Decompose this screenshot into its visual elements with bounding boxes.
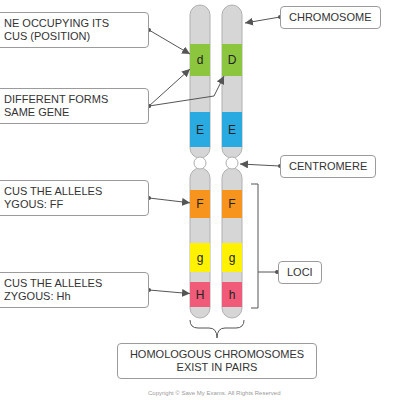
- leader-line: [240, 164, 280, 166]
- callout-box: DIFFERENT FORMS SAME GENE: [0, 88, 149, 124]
- node-text: E: [228, 123, 236, 137]
- centromere: [226, 157, 238, 169]
- gene-band: E: [222, 112, 242, 147]
- copyright-note: Copyright © Save My Exams. All Rights Re…: [148, 389, 280, 397]
- callout-box: CUS THE ALLELES ZYGOUS: Hh: [0, 272, 149, 308]
- arrow-connector: [149, 290, 190, 294]
- callout-box: NE OCCUPYING ITS CUS (POSITION): [0, 12, 149, 48]
- gene-band: E: [190, 112, 210, 147]
- node-text: CENTROMERE: [289, 160, 367, 173]
- gene-band: F: [222, 190, 242, 218]
- loci-bracket: [251, 184, 277, 308]
- node-text: CHROMOSOME: [289, 11, 372, 24]
- node-text: F: [196, 197, 203, 211]
- caption-box: HOMOLOGOUS CHROMOSOMES EXIST IN PAIRS: [117, 343, 317, 379]
- gene-band: H: [190, 282, 210, 307]
- node-text: D: [228, 53, 237, 67]
- gene-band: g: [222, 243, 242, 272]
- node-text: NE OCCUPYING ITS CUS (POSITION): [4, 17, 126, 43]
- node-text: d: [197, 53, 204, 67]
- arrow-connector: [149, 76, 224, 106]
- node-text: LOCI: [287, 266, 313, 279]
- centromere: [194, 157, 206, 169]
- node-text: CUS THE ALLELES YGOUS: FF: [4, 185, 126, 211]
- node-text: E: [196, 123, 204, 137]
- callout-box: CENTROMERE: [280, 155, 376, 178]
- chromosome-arm: [190, 168, 210, 318]
- node-text: HOMOLOGOUS CHROMOSOMES EXIST IN PAIRS: [126, 348, 308, 374]
- pair-brace: [190, 320, 244, 338]
- node-text: F: [228, 197, 235, 211]
- callout-box: LOCI: [278, 261, 322, 284]
- node-text: H: [196, 288, 205, 302]
- node-text: CUS THE ALLELES ZYGOUS: Hh: [4, 277, 126, 303]
- gene-band: d: [190, 44, 210, 76]
- leader-line: [245, 17, 280, 23]
- chromosome-arm: [190, 5, 210, 158]
- arrow-connector: [149, 198, 190, 203]
- node-text: h: [229, 288, 236, 302]
- gene-band: g: [190, 243, 210, 272]
- gene-band: F: [190, 190, 210, 218]
- chromosome-arm: [222, 5, 242, 158]
- chromosome-arm: [222, 168, 242, 318]
- gene-band: D: [222, 44, 242, 76]
- node-text: DIFFERENT FORMS SAME GENE: [4, 93, 126, 119]
- callout-box: CHROMOSOME: [280, 6, 381, 29]
- node-text: g: [229, 251, 236, 265]
- gene-band: h: [222, 282, 242, 307]
- callout-box: CUS THE ALLELES YGOUS: FF: [0, 180, 149, 216]
- node-text: g: [197, 251, 204, 265]
- arrow-connector: [149, 30, 190, 54]
